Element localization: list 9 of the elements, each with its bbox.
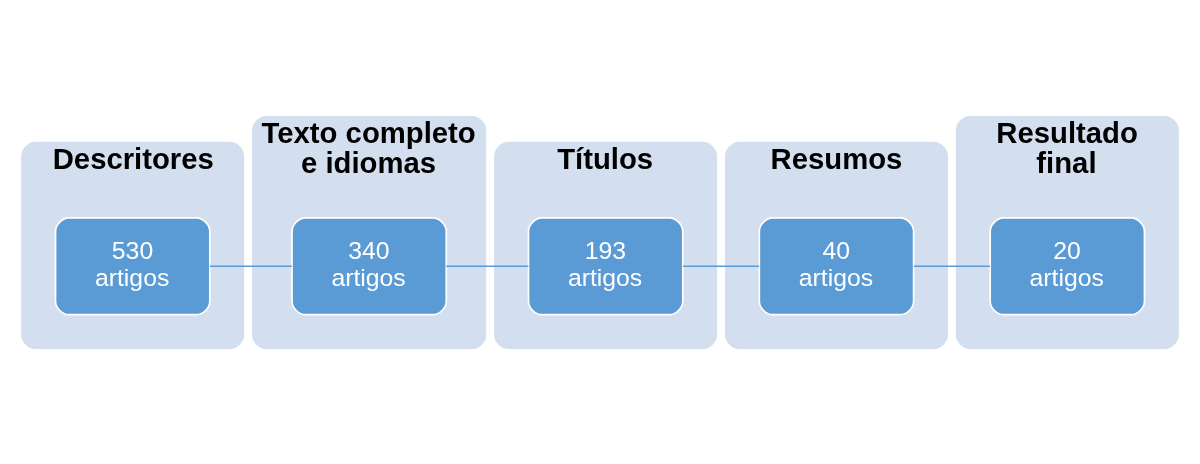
connector [445,265,530,267]
connector [209,265,293,267]
node-box: 40 artigos [758,216,915,316]
node-box: 530 artigos [54,216,211,316]
node-box: 340 artigos [291,216,448,316]
connector [913,265,991,267]
connector [682,265,760,267]
node-box: 193 artigos [527,216,684,316]
node-box: 20 artigos [989,216,1146,316]
